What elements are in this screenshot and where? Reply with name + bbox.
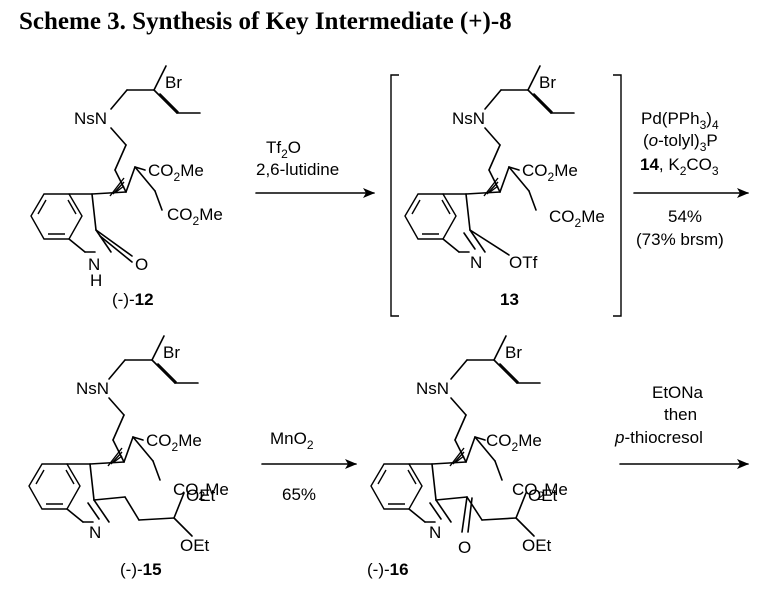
- triflate-label-13: OTf: [509, 253, 538, 272]
- nitrogen-label-13: N: [470, 253, 482, 272]
- ethoxy-label-15b: OEt: [180, 536, 210, 555]
- methyl-ester-label-16b: CO2Me: [512, 480, 568, 503]
- compound-12: Br NsN CO2Me CO2Me N H O (-)-12: [30, 65, 223, 309]
- ethoxy-label-15a: OEt: [186, 486, 216, 505]
- nitrogen-label-12: N: [88, 255, 100, 274]
- reagent-then: then: [664, 405, 697, 424]
- compound-label-16: (-)-16: [367, 560, 409, 579]
- yield-step2: 54%: [668, 207, 702, 226]
- reagent-tolylphosphine: (o-tolyl)3P: [643, 131, 718, 154]
- methyl-ester-label-15a: CO2Me: [146, 431, 202, 454]
- yield-step3: 65%: [282, 485, 316, 504]
- scheme-title: Scheme 3. Synthesis of Key Intermediate …: [19, 8, 512, 35]
- nitrogen-label-15: N: [89, 523, 101, 542]
- brackets-13: [390, 74, 622, 317]
- reagent-mno2: MnO2: [270, 429, 314, 452]
- compound-13: Br NsN CO2Me CO2Me N OTf 13: [404, 65, 605, 309]
- compound-label-12: (-)-12: [112, 290, 154, 309]
- bromo-label-16: Br: [505, 343, 522, 362]
- brsm-yield-step2: (73% brsm): [636, 230, 724, 249]
- methyl-ester-label-12a: CO2Me: [148, 161, 204, 184]
- reaction-arrow-2: Pd(PPh3)4 (o-tolyl)3P 14, K2CO3 54% (73%…: [633, 109, 749, 249]
- reagent-14-k2co3: 14, K2CO3: [640, 155, 719, 178]
- hydrogen-label-12: H: [90, 271, 102, 290]
- nsn-label-13: NsN: [452, 109, 485, 128]
- ethoxy-label-16b: OEt: [522, 536, 552, 555]
- methyl-ester-label-13b: CO2Me: [549, 207, 605, 230]
- reagent-etona: EtONa: [652, 383, 704, 402]
- compound-15: Br NsN CO2Me CO2Me N OEt OEt (-)-15: [28, 335, 229, 579]
- reagent-thiocresol: p-thiocresol: [614, 428, 703, 447]
- reagent-tf2o: Tf2O: [266, 138, 301, 161]
- reaction-arrow-4: EtONa then p-thiocresol: [614, 383, 749, 469]
- compound-label-15: (-)-15: [120, 560, 162, 579]
- reaction-arrow-3: MnO2 65%: [261, 429, 357, 504]
- nsn-label-15: NsN: [76, 379, 109, 398]
- reagent-lutidine: 2,6-lutidine: [256, 160, 339, 179]
- methyl-ester-label-13a: CO2Me: [522, 161, 578, 184]
- bromo-label-12: Br: [165, 73, 182, 92]
- reaction-arrow-1: Tf2O 2,6-lutidine: [255, 138, 375, 198]
- nsn-label-12: NsN: [74, 109, 107, 128]
- nitrogen-label-16: N: [429, 523, 441, 542]
- ethoxy-label-16a: OEt: [528, 486, 558, 505]
- carbonyl-oxygen-label-12: O: [135, 255, 148, 274]
- bromo-label-13: Br: [539, 73, 556, 92]
- methyl-ester-label-16a: CO2Me: [486, 431, 542, 454]
- ketone-oxygen-label-16: O: [458, 538, 471, 557]
- nsn-label-16: NsN: [416, 379, 449, 398]
- compound-label-13: 13: [500, 290, 519, 309]
- methyl-ester-label-12b: CO2Me: [167, 205, 223, 228]
- reagent-pd-catalyst: Pd(PPh3)4: [641, 109, 719, 132]
- compound-16: Br NsN CO2Me CO2Me N O OEt OEt (-)-16: [367, 335, 568, 579]
- bromo-label-15: Br: [163, 343, 180, 362]
- methyl-ester-label-15b: CO2Me: [173, 480, 229, 503]
